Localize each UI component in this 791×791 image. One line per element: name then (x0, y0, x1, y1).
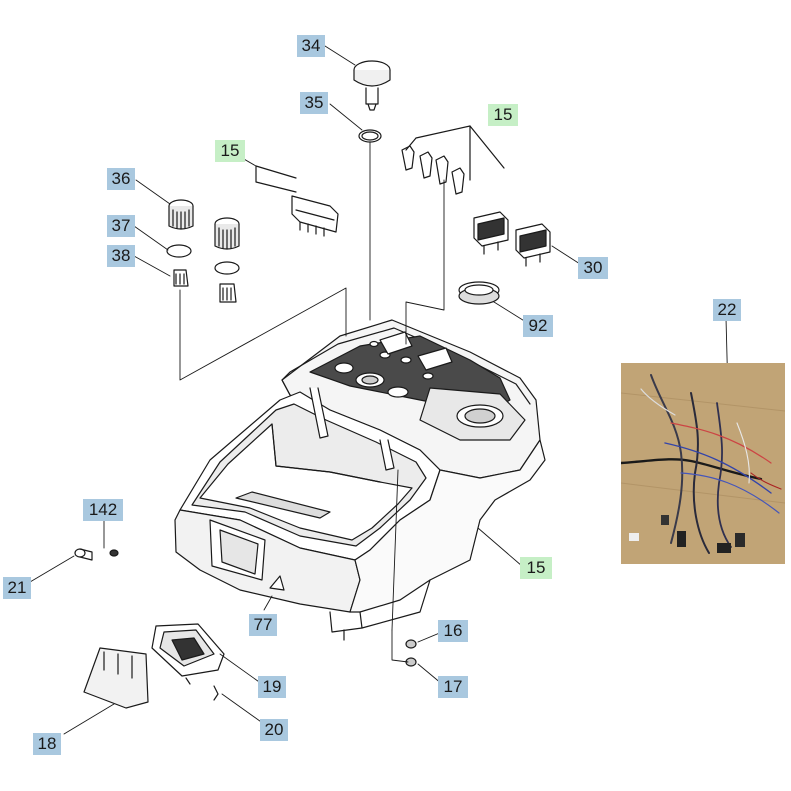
leader-lines (29, 45, 729, 735)
callout-35: 35 (300, 92, 328, 114)
oring-37-right (214, 261, 240, 275)
callout-20: 20 (260, 719, 288, 741)
screw-20 (213, 685, 219, 701)
callout-15-housing: 15 (520, 557, 552, 579)
rocker-switch-30-b (515, 223, 551, 267)
callout-92: 92 (523, 315, 553, 337)
clip-142 (109, 549, 119, 557)
callout-15-left: 15 (215, 140, 245, 162)
rocker-switch-30-a (473, 211, 509, 255)
callout-16: 16 (438, 620, 468, 642)
knob-34 (353, 60, 391, 111)
callout-30: 30 (578, 257, 608, 279)
console-housing (174, 319, 546, 641)
harness-image (621, 363, 785, 564)
callout-38: 38 (107, 245, 135, 267)
callout-77: 77 (249, 614, 277, 636)
callout-18: 18 (33, 733, 61, 755)
callout-142: 142 (83, 499, 123, 521)
wiring-harness-photo (621, 363, 785, 564)
cup-ring-92 (458, 281, 500, 305)
callout-22: 22 (713, 299, 741, 321)
cover-plate-18 (83, 647, 149, 709)
callout-19: 19 (258, 676, 286, 698)
oring-37-left (166, 244, 192, 258)
connector-21 (74, 548, 93, 561)
callout-37: 37 (107, 215, 135, 237)
indicator-lamps-15 (401, 125, 505, 195)
socket-housing-19 (151, 623, 225, 685)
fuse-block-15 (255, 165, 339, 237)
adapter-38-right (219, 283, 237, 303)
knob-36-right (214, 217, 240, 250)
knob-36-left (168, 199, 194, 230)
grommet-16 (405, 639, 417, 649)
callout-21: 21 (3, 577, 31, 599)
adapter-38-left (173, 269, 189, 287)
callout-36: 36 (107, 168, 135, 190)
callout-34: 34 (297, 35, 325, 57)
callout-17: 17 (438, 676, 468, 698)
callout-15-top-right: 15 (488, 104, 518, 126)
